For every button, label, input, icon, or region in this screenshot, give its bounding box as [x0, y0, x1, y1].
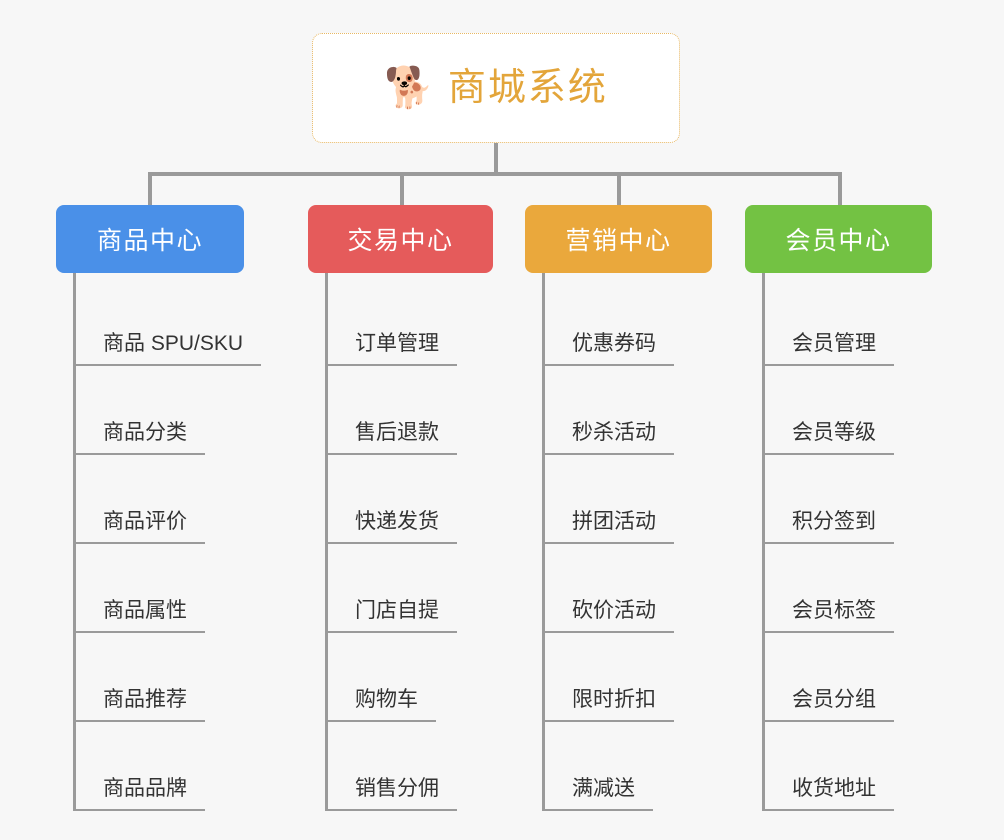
list-item[interactable]: 会员管理 — [745, 277, 975, 366]
category-header-trade-center[interactable]: 交易中心 — [308, 205, 493, 273]
list-item-label: 销售分佣 — [325, 776, 457, 811]
list-item[interactable]: 会员分组 — [745, 633, 975, 722]
list-item-label: 限时折扣 — [542, 687, 674, 722]
list-item-label: 订单管理 — [325, 331, 457, 366]
list-item-label: 门店自提 — [325, 598, 457, 633]
list-item-label: 会员标签 — [762, 598, 894, 633]
branch-column-member-center: 会员中心 会员管理 会员等级 积分签到 会员标签 会员分组 收货地址 — [745, 205, 975, 811]
list-item[interactable]: 拼团活动 — [525, 455, 755, 544]
list-item[interactable]: 门店自提 — [308, 544, 538, 633]
branch-column-product-center: 商品中心 商品 SPU/SKU 商品分类 商品评价 商品属性 商品推荐 商品品牌 — [56, 205, 306, 811]
connector-horizontal-bus — [148, 172, 842, 176]
list-item-label: 售后退款 — [325, 420, 457, 455]
branch-column-marketing-center: 营销中心 优惠券码 秒杀活动 拼团活动 砍价活动 限时折扣 满减送 — [525, 205, 755, 811]
list-item[interactable]: 订单管理 — [308, 277, 538, 366]
item-list-marketing-center: 优惠券码 秒杀活动 拼团活动 砍价活动 限时折扣 满减送 — [525, 273, 755, 811]
list-item-label: 满减送 — [542, 776, 653, 811]
list-item-label: 商品推荐 — [73, 687, 205, 722]
list-item[interactable]: 积分签到 — [745, 455, 975, 544]
list-item[interactable]: 商品属性 — [56, 544, 306, 633]
list-item[interactable]: 商品评价 — [56, 455, 306, 544]
list-item[interactable]: 快递发货 — [308, 455, 538, 544]
connector-root-stem — [494, 143, 498, 175]
connector-drop-trade-center — [400, 172, 404, 206]
connector-drop-member-center — [838, 172, 842, 206]
list-item[interactable]: 秒杀活动 — [525, 366, 755, 455]
item-list-product-center: 商品 SPU/SKU 商品分类 商品评价 商品属性 商品推荐 商品品牌 — [56, 273, 306, 811]
list-item[interactable]: 销售分佣 — [308, 722, 538, 811]
list-item[interactable]: 售后退款 — [308, 366, 538, 455]
list-item[interactable]: 商品推荐 — [56, 633, 306, 722]
category-label: 会员中心 — [785, 227, 892, 255]
item-list-member-center: 会员管理 会员等级 积分签到 会员标签 会员分组 收货地址 — [745, 273, 975, 811]
category-label: 交易中心 — [347, 227, 454, 255]
list-item-label: 会员等级 — [762, 420, 894, 455]
list-item-label: 收货地址 — [762, 776, 894, 811]
root-node-title: 商城系统 — [447, 67, 608, 109]
list-item-label: 商品 SPU/SKU — [73, 331, 262, 366]
category-header-product-center[interactable]: 商品中心 — [56, 205, 244, 273]
list-item-label: 积分签到 — [762, 509, 894, 544]
root-node-card[interactable]: 🐕 商城系统 — [312, 33, 680, 143]
branch-column-trade-center: 交易中心 订单管理 售后退款 快递发货 门店自提 购物车 销售分佣 — [308, 205, 538, 811]
list-item[interactable]: 优惠券码 — [525, 277, 755, 366]
list-item-label: 优惠券码 — [542, 331, 674, 366]
category-label: 营销中心 — [565, 227, 672, 255]
list-item-label: 商品品牌 — [73, 776, 205, 811]
list-item-label: 会员管理 — [762, 331, 894, 366]
list-item-label: 商品评价 — [73, 509, 205, 544]
list-item-label: 拼团活动 — [542, 509, 674, 544]
connector-drop-marketing-center — [617, 172, 621, 206]
list-item[interactable]: 商品品牌 — [56, 722, 306, 811]
list-item[interactable]: 购物车 — [308, 633, 538, 722]
list-item[interactable]: 砍价活动 — [525, 544, 755, 633]
list-item[interactable]: 满减送 — [525, 722, 755, 811]
list-item-label: 购物车 — [325, 687, 436, 722]
list-item-label: 砍价活动 — [542, 598, 674, 633]
item-list-trade-center: 订单管理 售后退款 快递发货 门店自提 购物车 销售分佣 — [308, 273, 538, 811]
list-item[interactable]: 会员标签 — [745, 544, 975, 633]
list-item[interactable]: 收货地址 — [745, 722, 975, 811]
list-item[interactable]: 会员等级 — [745, 366, 975, 455]
category-header-marketing-center[interactable]: 营销中心 — [525, 205, 712, 273]
list-item[interactable]: 商品 SPU/SKU — [56, 277, 306, 366]
shiba-dog-face-icon: 🐕 — [384, 66, 434, 110]
list-item-label: 秒杀活动 — [542, 420, 674, 455]
connector-drop-product-center — [148, 172, 152, 206]
list-item-label: 商品分类 — [73, 420, 205, 455]
category-header-member-center[interactable]: 会员中心 — [745, 205, 932, 273]
list-item[interactable]: 限时折扣 — [525, 633, 755, 722]
list-item-label: 会员分组 — [762, 687, 894, 722]
list-item-label: 快递发货 — [325, 509, 457, 544]
list-item[interactable]: 商品分类 — [56, 366, 306, 455]
category-label: 商品中心 — [96, 227, 203, 255]
list-item-label: 商品属性 — [73, 598, 205, 633]
